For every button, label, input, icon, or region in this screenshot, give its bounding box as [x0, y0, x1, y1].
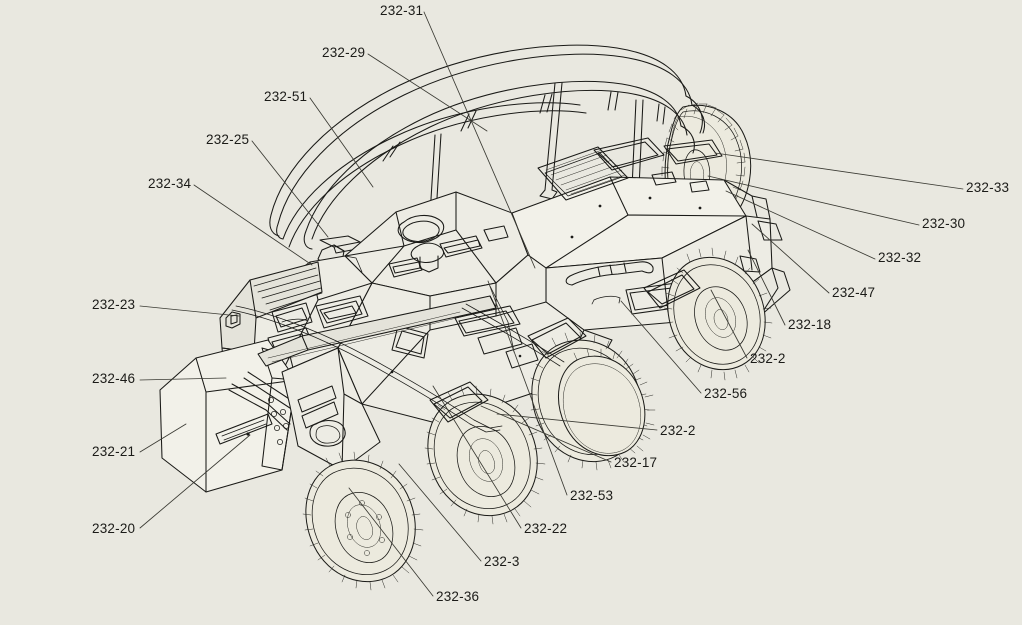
wheel-middle-far [558, 348, 656, 457]
callout-label-232-18[interactable]: 232-18 [788, 317, 832, 332]
roof-antenna-frame [269, 44, 706, 267]
callout-leader-lines [139, 11, 964, 597]
callout-label-232-31[interactable]: 232-31 [380, 3, 424, 18]
callout-label-232-34[interactable]: 232-34 [148, 176, 192, 191]
leader-line-232-33 [714, 152, 964, 190]
callout-label-232-21[interactable]: 232-21 [92, 444, 136, 459]
leader-line-232-31 [423, 11, 536, 269]
cables-and-tow-rope [231, 285, 565, 433]
leader-line-232-53 [487, 280, 568, 496]
leader-line-232-32 [725, 190, 876, 260]
fenders [429, 269, 701, 423]
vehicle-assembly [159, 44, 791, 591]
callout-label-232-32[interactable]: 232-32 [878, 250, 922, 265]
leader-line-232-18 [747, 249, 786, 326]
callout-label-232-3[interactable]: 232-3 [484, 554, 520, 569]
callout-label-232-47[interactable]: 232-47 [832, 285, 876, 300]
hull-near-flank [337, 254, 613, 425]
leader-line-232-36 [348, 487, 434, 597]
callout-label-232-36[interactable]: 232-36 [436, 589, 480, 604]
leader-line-232-34 [193, 184, 313, 266]
callout-label-232-2[interactable]: 232-2 [660, 423, 696, 438]
callout-label-232-51[interactable]: 232-51 [264, 89, 308, 104]
rear-hardware [739, 220, 783, 273]
leader-line-232-47 [751, 223, 830, 294]
callout-label-232-29[interactable]: 232-29 [322, 45, 366, 60]
leader-line-232-23 [139, 305, 240, 317]
leader-line-232-29 [367, 53, 488, 132]
leader-line-232-25 [251, 140, 329, 238]
leader-line-232-20 [139, 434, 251, 529]
callout-label-232-30[interactable]: 232-30 [922, 216, 966, 231]
callout-label-232-56[interactable]: 232-56 [704, 386, 748, 401]
side-skirt-rail [257, 295, 497, 367]
callout-label-232-20[interactable]: 232-20 [92, 521, 136, 536]
callout-label-232-2[interactable]: 232-2 [750, 351, 786, 366]
chassis-front-nose [281, 347, 381, 471]
leader-line-232-51 [309, 97, 374, 188]
turret-superstructure [344, 191, 529, 297]
callout-label-232-46[interactable]: 232-46 [92, 371, 136, 386]
wheel-front-near [302, 451, 424, 591]
leader-line-232-3 [398, 463, 482, 562]
callout-label-232-33[interactable]: 232-33 [966, 180, 1010, 195]
leader-line-232-46 [139, 377, 227, 381]
leader-line-232-2 [496, 413, 658, 431]
leader-line-232-2 [710, 289, 748, 359]
leader-line-232-22 [432, 385, 522, 529]
wheel-rear-far [663, 247, 773, 381]
leader-line-232-21 [139, 423, 187, 453]
front-plow-blade [159, 339, 313, 493]
callout-label-232-22[interactable]: 232-22 [524, 521, 568, 536]
leader-line-232-30 [707, 175, 920, 226]
callout-label-232-17[interactable]: 232-17 [614, 455, 658, 470]
leader-line-232-17 [480, 405, 612, 463]
callout-label-232-25[interactable]: 232-25 [206, 132, 250, 147]
callout-label-232-53[interactable]: 232-53 [570, 488, 614, 503]
leader-line-232-56 [620, 300, 702, 394]
radiator-louvre-box [219, 261, 323, 373]
callout-label-232-23[interactable]: 232-23 [92, 297, 136, 312]
